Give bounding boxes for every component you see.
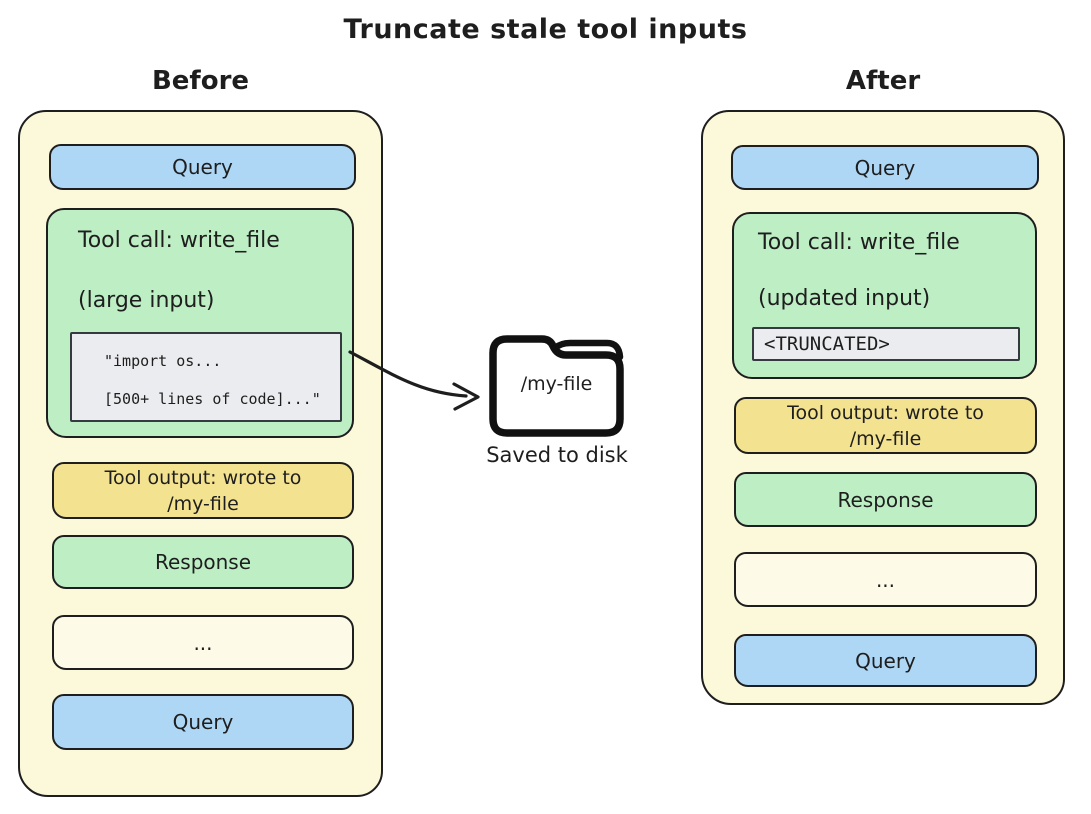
- after-tool-call-subtitle: (updated input): [758, 286, 931, 311]
- after-response-box: Response: [734, 472, 1037, 527]
- after-tool-output-line2: /my-file: [849, 427, 922, 450]
- before-response-box: Response: [52, 535, 354, 589]
- after-tool-output-box: Tool output: wrote to /my-file: [734, 397, 1037, 454]
- before-ellipsis-box: ...: [52, 615, 354, 670]
- before-context-panel: Query Tool call: write_file (large input…: [18, 110, 383, 797]
- before-query-top-box: Query: [49, 144, 356, 190]
- code-line-2: [500+ lines of code]...": [104, 390, 321, 408]
- after-tool-output-line1: Tool output: wrote to: [787, 401, 984, 424]
- before-tool-call-subtitle: (large input): [78, 288, 215, 313]
- before-label: Before: [151, 66, 250, 96]
- before-tool-call-box: Tool call: write_file (large input) "imp…: [46, 208, 354, 438]
- after-tool-call-box: Tool call: write_file (updated input) <T…: [732, 212, 1037, 379]
- after-label: After: [845, 66, 921, 96]
- folder-group: /my-file: [486, 333, 627, 439]
- before-tool-output-line2: /my-file: [167, 492, 239, 515]
- truncated-label: <TRUNCATED>: [764, 333, 890, 355]
- before-tool-output-box: Tool output: wrote to /my-file: [52, 462, 354, 519]
- code-line-1: "import os...: [104, 352, 222, 370]
- diagram-title: Truncate stale tool inputs: [343, 14, 748, 45]
- after-query-bottom-box: Query: [734, 634, 1037, 687]
- before-query-bottom-box: Query: [52, 694, 354, 750]
- folder-icon: [489, 335, 624, 437]
- after-truncated-input-box: <TRUNCATED>: [752, 327, 1020, 361]
- before-tool-output-line1: Tool output: wrote to: [104, 466, 302, 489]
- before-tool-call-title: Tool call: write_file: [78, 228, 280, 253]
- folder-filename: /my-file: [520, 373, 593, 395]
- after-tool-call-title: Tool call: write_file: [758, 230, 960, 255]
- after-ellipsis-box: ...: [734, 552, 1037, 607]
- before-tool-input-code-box: "import os... [500+ lines of code]...": [70, 332, 342, 422]
- folder-caption: Saved to disk: [486, 443, 628, 467]
- after-context-panel: Query Tool call: write_file (updated inp…: [701, 110, 1065, 705]
- after-query-top-box: Query: [731, 145, 1039, 190]
